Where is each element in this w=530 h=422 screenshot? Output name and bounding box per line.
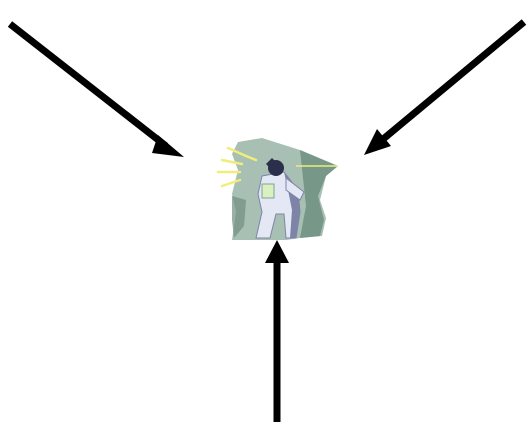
- arrowhead-bottom: [265, 240, 289, 263]
- arrow-bottom: [265, 240, 289, 422]
- arrowhead-top-right: [364, 129, 391, 155]
- arrow-down-right-icon: [7, 21, 169, 149]
- alarm-lines: [216, 146, 258, 188]
- figure-hand: [266, 158, 276, 168]
- stressed-person-clipart-icon: [216, 138, 338, 240]
- figure-backdrop-shadow: [300, 150, 338, 238]
- figure-arm: [285, 176, 305, 201]
- arrow-down-left-icon: [379, 19, 527, 143]
- figure-paper: [261, 183, 275, 199]
- arrow-top-left: [7, 21, 184, 157]
- arrow-top-right: [364, 19, 527, 155]
- figure-backdrop-dark: [232, 196, 246, 238]
- arrowhead-top-left: [152, 135, 184, 157]
